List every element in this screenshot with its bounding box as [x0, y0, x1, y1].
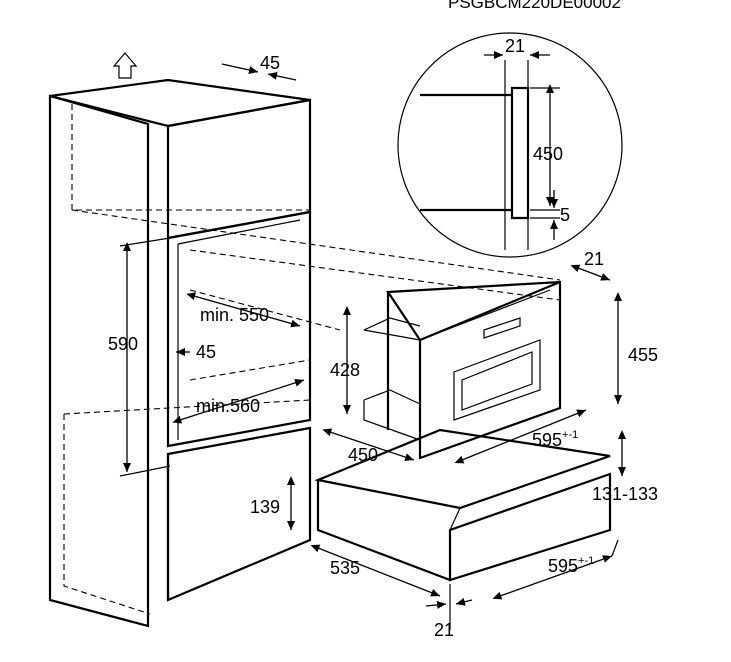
- dim-drawer-height-range: 131-133: [592, 484, 658, 504]
- dim-cabinet-min-width: min.560: [196, 396, 260, 416]
- dim-drawer-height: 139: [250, 497, 280, 517]
- dim-drawer-width: 595+-1: [548, 555, 594, 576]
- dim-appliance-height-body: 428: [330, 360, 360, 380]
- dim-595-top-line: [454, 409, 587, 464]
- dim-cabinet-top-depth: 45: [260, 53, 280, 73]
- coffee-appliance: [363, 280, 562, 460]
- dim-min550-line: [186, 292, 301, 328]
- dim-appliance-width-top: 595+-1: [532, 429, 578, 450]
- dim-drawer-depth: 535: [330, 558, 360, 578]
- dim-min560-line: [172, 378, 305, 424]
- dim-detail-gap: 21: [505, 36, 525, 56]
- dim-drawer-front-offset: 21: [434, 620, 454, 640]
- dim-595-bottom-line: [492, 555, 613, 600]
- dim-appliance-height-front: 455: [628, 345, 658, 365]
- dim-cabinet-top-45-arrow: [221, 63, 259, 74]
- dim-cabinet-min-depth: min. 550: [200, 305, 269, 325]
- dim-450-line: [322, 428, 415, 461]
- dim-cabinet-opening-height: 590: [108, 334, 138, 354]
- dim-appliance-depth: 450: [348, 445, 378, 465]
- document-code: PSGBCM220DE00002: [448, 0, 621, 12]
- dim-detail-height: 450: [533, 144, 563, 164]
- dim-cabinet-side: 45: [196, 342, 216, 362]
- tall-cabinet: [48, 78, 561, 628]
- dim-535-line: [310, 544, 441, 597]
- dim-detail-bottom: 5: [560, 205, 570, 225]
- up-arrow-outline-icon: [112, 52, 138, 79]
- dim-appliance-depth-offset: 21: [584, 249, 604, 269]
- detail-circle: [397, 32, 623, 258]
